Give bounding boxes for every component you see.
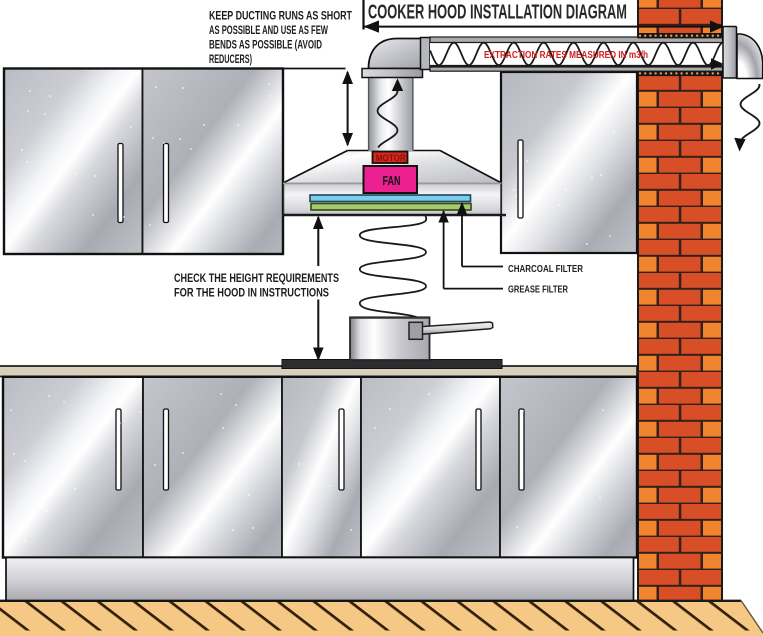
svg-text:GREASE FILTER: GREASE FILTER bbox=[508, 283, 568, 295]
svg-text:COOKER HOOD INSTALLATION DIAGR: COOKER HOOD INSTALLATION DIAGRAM bbox=[368, 1, 627, 23]
svg-text:REDUCERS): REDUCERS) bbox=[209, 54, 252, 66]
svg-text:BENDS AS POSSIBLE (AVOID: BENDS AS POSSIBLE (AVOID bbox=[209, 40, 322, 52]
svg-text:EXTRACTION RATES MEASURED IN m: EXTRACTION RATES MEASURED IN m3/h bbox=[484, 49, 648, 61]
svg-text:CHECK THE HEIGHT REQUIREMENTS: CHECK THE HEIGHT REQUIREMENTS bbox=[174, 273, 339, 285]
svg-text:MOTOR: MOTOR bbox=[376, 153, 406, 164]
svg-text:FAN: FAN bbox=[383, 174, 401, 188]
svg-text:KEEP DUCTING RUNS AS SHORT: KEEP DUCTING RUNS AS SHORT bbox=[209, 11, 352, 23]
svg-text:AS POSSIBLE AND USE AS FEW: AS POSSIBLE AND USE AS FEW bbox=[209, 25, 328, 37]
svg-text:CHARCOAL FILTER: CHARCOAL FILTER bbox=[508, 263, 583, 275]
svg-text:FOR THE HOOD IN INSTRUCTIONS: FOR THE HOOD IN INSTRUCTIONS bbox=[174, 287, 329, 299]
